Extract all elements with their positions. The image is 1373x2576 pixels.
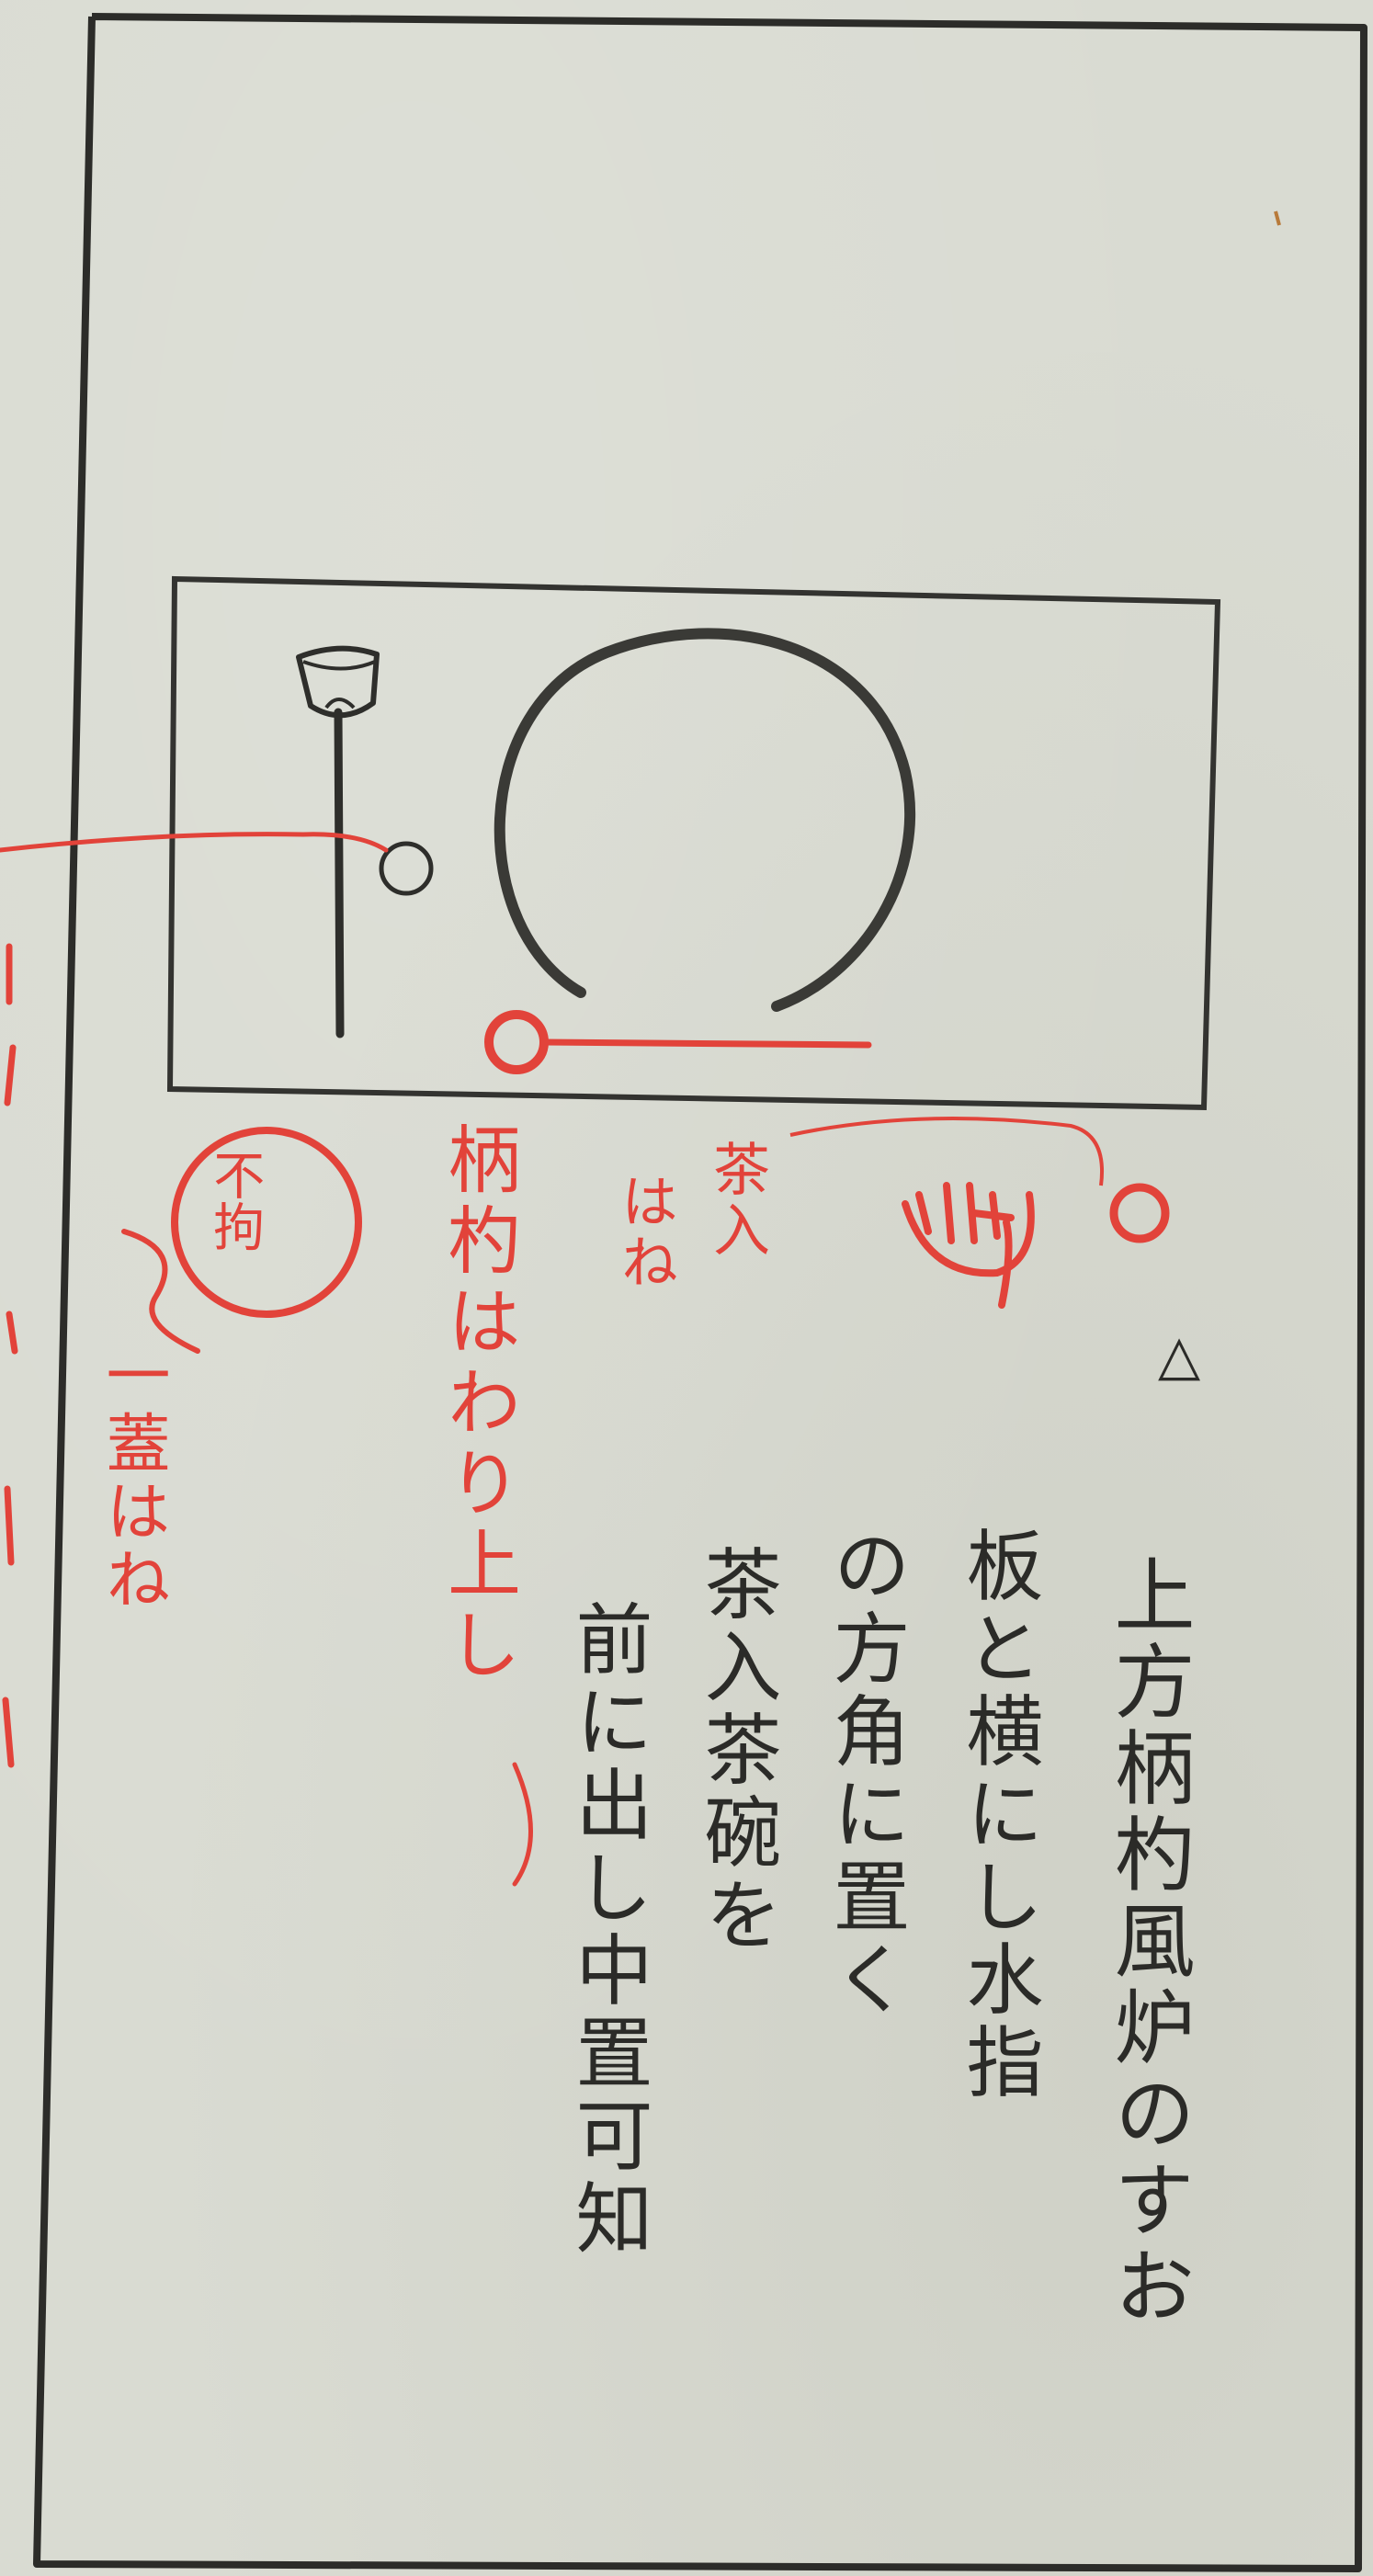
red-annotation-ladle: 柄杓はわり上し bbox=[436, 1121, 521, 1687]
main-text-column-4: 茶入茶碗を bbox=[692, 1544, 782, 1958]
paper-fleck bbox=[1274, 210, 1281, 226]
red-chaire-arc bbox=[789, 1117, 1104, 1186]
outer-frame-border bbox=[33, 13, 1367, 2572]
red-annotation-chaire: 茶入 bbox=[703, 1140, 770, 1261]
main-text-column-5: 前に出し中置可知 bbox=[563, 1599, 653, 2261]
red-position-circle bbox=[484, 1010, 549, 1074]
red-margin-marks bbox=[2, 943, 18, 1768]
red-annotation-hane: はね bbox=[611, 1172, 678, 1293]
ladle-node-line bbox=[324, 698, 356, 709]
ladle-cup-icon bbox=[296, 645, 380, 719]
main-text-column-1: 上方柄杓風炉のすお bbox=[1101, 1553, 1196, 2331]
red-seal-tail bbox=[121, 1229, 200, 1354]
red-circle-seal bbox=[171, 1127, 362, 1318]
seal-text: 不拘 bbox=[204, 1149, 265, 1252]
diagram-box bbox=[166, 575, 1221, 1111]
lid-rest-circle bbox=[379, 841, 434, 896]
red-small-circle bbox=[1109, 1183, 1170, 1243]
red-long-stroke bbox=[512, 1762, 533, 1887]
main-text-column-2: 板と横にし水指 bbox=[954, 1526, 1044, 2105]
red-ladle-line bbox=[0, 832, 389, 853]
main-text-column-3: の方角に置く bbox=[821, 1526, 911, 2022]
triangle-mark: △ bbox=[1158, 1323, 1201, 1388]
brazier-circle bbox=[494, 628, 916, 1012]
red-position-line bbox=[540, 1038, 872, 1049]
red-annotation-lid: 一蓋はね bbox=[96, 1342, 171, 1614]
ladle-rim-line bbox=[302, 660, 376, 671]
red-seal-mark bbox=[902, 1182, 1035, 1309]
ladle-handle-line bbox=[334, 708, 345, 1038]
